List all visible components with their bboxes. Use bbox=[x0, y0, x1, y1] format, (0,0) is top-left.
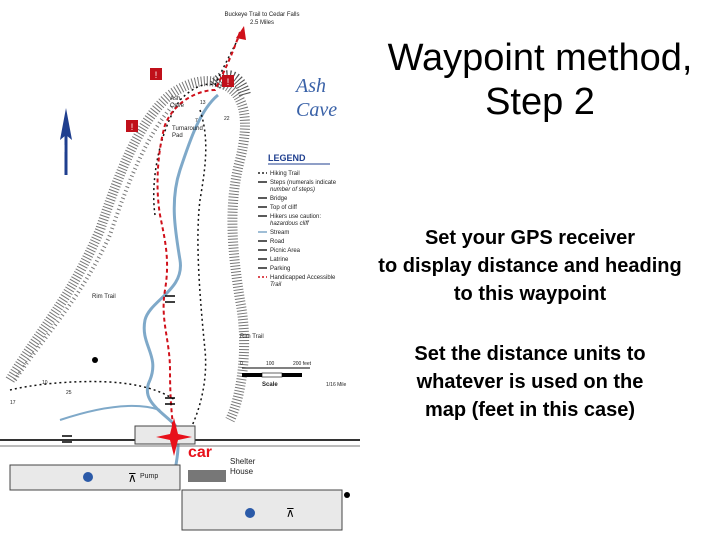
legend-item-label: Picnic Area bbox=[270, 248, 301, 254]
legend-item-label: Road bbox=[270, 239, 284, 245]
step-number: 17 bbox=[10, 400, 16, 406]
cliff-band-top bbox=[210, 70, 251, 97]
place-name-line-1: Ash bbox=[294, 75, 326, 97]
parking-icon bbox=[83, 472, 93, 482]
scale-miles: 1/16 Mile bbox=[326, 382, 347, 388]
bridge-icon bbox=[62, 435, 72, 443]
parking-lot-west bbox=[9, 464, 181, 491]
instruction-line: to display distance and heading bbox=[378, 255, 682, 277]
legend-item-label: Handicapped Accessible bbox=[270, 275, 336, 281]
latrine-icon bbox=[92, 357, 98, 363]
label-pump: Pump bbox=[140, 473, 158, 480]
scale-label: Scale bbox=[262, 382, 278, 388]
north-arrow-icon bbox=[60, 108, 72, 140]
place-name-line-2: Cave bbox=[296, 99, 337, 121]
legend-item-label: hazardous cliff bbox=[270, 221, 310, 227]
legend-item-label: Bridge bbox=[270, 196, 288, 202]
bridge-icon bbox=[165, 295, 175, 303]
legend-item-label: Parking bbox=[270, 266, 290, 272]
hazard-icon: ! bbox=[150, 68, 162, 80]
legend-item-label: Latrine bbox=[270, 257, 289, 263]
label-ash-cave-2: Cave bbox=[170, 103, 185, 109]
hazard-icon: ! bbox=[222, 75, 234, 87]
instruction-line: to this waypoint bbox=[453, 283, 607, 305]
slide-title-line-2: Step 2 bbox=[485, 81, 595, 123]
step-number: 13 bbox=[200, 100, 206, 106]
stream-branch bbox=[59, 404, 161, 421]
step-number: 22 bbox=[224, 116, 230, 122]
bridge-icon bbox=[165, 397, 175, 405]
red-route bbox=[156, 31, 241, 441]
scale-tick-200: 200 feet bbox=[293, 361, 312, 367]
step-number: 10 bbox=[42, 380, 48, 386]
slide-title-line-1: Waypoint method, bbox=[387, 37, 693, 79]
parking-lot-upper bbox=[134, 425, 196, 445]
label-turnaround-1: Turnaround bbox=[172, 126, 203, 132]
legend-item-label: number of steps) bbox=[270, 187, 315, 193]
picnic-icon: ⊼ bbox=[286, 506, 295, 520]
instruction-paragraph-1: Set your GPS receiver to display distanc… bbox=[340, 224, 720, 308]
legend-item-label: Trail bbox=[270, 282, 282, 288]
instruction-line: Set the distance units to bbox=[414, 343, 646, 365]
label-rim-trail-right: Rim Trail bbox=[240, 334, 264, 340]
scale-tick-0: 0 bbox=[240, 361, 243, 367]
label-rim-trail-left: Rim Trail bbox=[92, 294, 116, 300]
step-number: 25 bbox=[66, 390, 72, 396]
label-turnaround-2: Pad bbox=[172, 133, 183, 139]
legend-item-label: Top of cliff bbox=[270, 205, 297, 211]
legend-item-label: Steps (numerals indicate bbox=[270, 180, 337, 186]
hiking-trail-east bbox=[189, 109, 207, 431]
shelter-house bbox=[188, 470, 226, 482]
car-marker-icon bbox=[156, 418, 192, 456]
stream bbox=[142, 93, 219, 471]
instruction-line: map (feet in this case) bbox=[424, 399, 636, 421]
legend-item-label: Stream bbox=[270, 230, 289, 236]
trail-note-line-2: 2.5 Miles bbox=[250, 20, 274, 26]
legend-item-label: Hikers use caution: bbox=[270, 214, 321, 220]
scale-bar: 0 100 200 feet Scale 1/16 Mile bbox=[240, 361, 347, 388]
label-ash-cave-1: Ash bbox=[170, 96, 180, 102]
instruction-line: whatever is used on the bbox=[416, 371, 644, 393]
latrine-icon bbox=[344, 492, 350, 498]
label-shelter-2: House bbox=[230, 467, 254, 476]
svg-text:!: ! bbox=[131, 122, 134, 132]
step-number: 7 bbox=[195, 118, 198, 124]
svg-text:!: ! bbox=[155, 70, 158, 80]
svg-text:!: ! bbox=[227, 77, 230, 87]
hiking-trail-west bbox=[9, 380, 176, 401]
trail-note-line-1: Buckeye Trail to Cedar Falls bbox=[224, 12, 299, 18]
trail-map: ! ! ! ⊼ ⊼ Buckeye Trail to Cedar Falls 2… bbox=[0, 12, 360, 531]
slide-title: Waypoint method, Step 2 bbox=[360, 36, 720, 124]
parking-lot-east bbox=[181, 489, 343, 531]
scale-tick-100: 100 bbox=[266, 361, 275, 367]
legend-item-label: Hiking Trail bbox=[270, 171, 300, 177]
legend-title: LEGEND bbox=[268, 153, 306, 163]
label-car: car bbox=[188, 444, 212, 461]
instruction-paragraph-2: Set the distance units to whatever is us… bbox=[340, 340, 720, 424]
north-arrowhead-route bbox=[236, 26, 246, 40]
parking-icon bbox=[245, 508, 255, 518]
instruction-line: Set your GPS receiver bbox=[424, 227, 636, 249]
label-north: N bbox=[58, 144, 65, 155]
picnic-icon: ⊼ bbox=[128, 471, 137, 485]
hazard-icon: ! bbox=[126, 120, 138, 132]
cliff-band-right bbox=[222, 80, 250, 423]
label-shelter-1: Shelter bbox=[230, 457, 256, 466]
